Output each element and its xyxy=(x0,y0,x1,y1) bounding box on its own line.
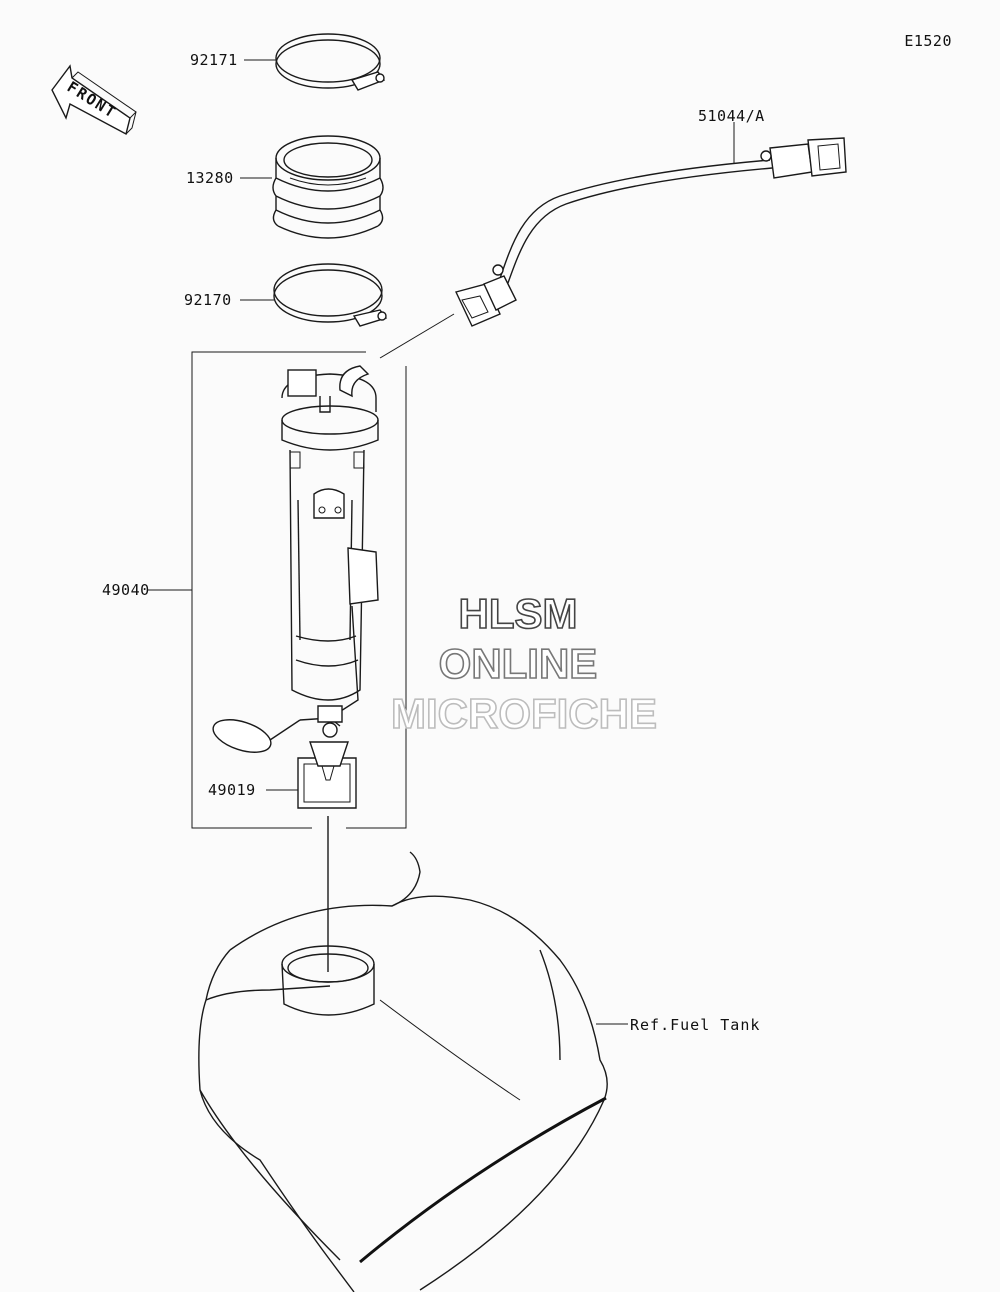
connector-line xyxy=(379,313,455,359)
front-arrow-icon: FRONT xyxy=(51,64,137,136)
fuel-pump-icon xyxy=(212,365,379,753)
label-49040: 49040 xyxy=(102,581,150,599)
bracket-right xyxy=(346,366,407,829)
label-92170: 92170 xyxy=(184,291,232,309)
diagram-code: E1520 xyxy=(904,32,952,50)
label-51044a: 51044/A xyxy=(698,107,765,125)
harness-icon xyxy=(455,137,847,327)
clamp-bottom-icon xyxy=(273,263,388,327)
label-13280: 13280 xyxy=(186,169,234,187)
filter-icon xyxy=(297,741,357,809)
watermark-line3: MICROFICHE xyxy=(391,690,657,737)
label-92171: 92171 xyxy=(190,51,238,69)
clamp-top-icon xyxy=(275,33,386,91)
watermark-line1: HLSM xyxy=(459,590,578,637)
fuel-tank-icon xyxy=(198,851,608,1292)
boot-icon xyxy=(272,135,384,239)
label-49019: 49019 xyxy=(208,781,256,799)
watermark-line2: ONLINE xyxy=(439,640,598,687)
watermark: HLSM ONLINE MICROFICHE xyxy=(390,589,658,738)
label-ref-fuel-tank: Ref.Fuel Tank xyxy=(630,1016,760,1034)
